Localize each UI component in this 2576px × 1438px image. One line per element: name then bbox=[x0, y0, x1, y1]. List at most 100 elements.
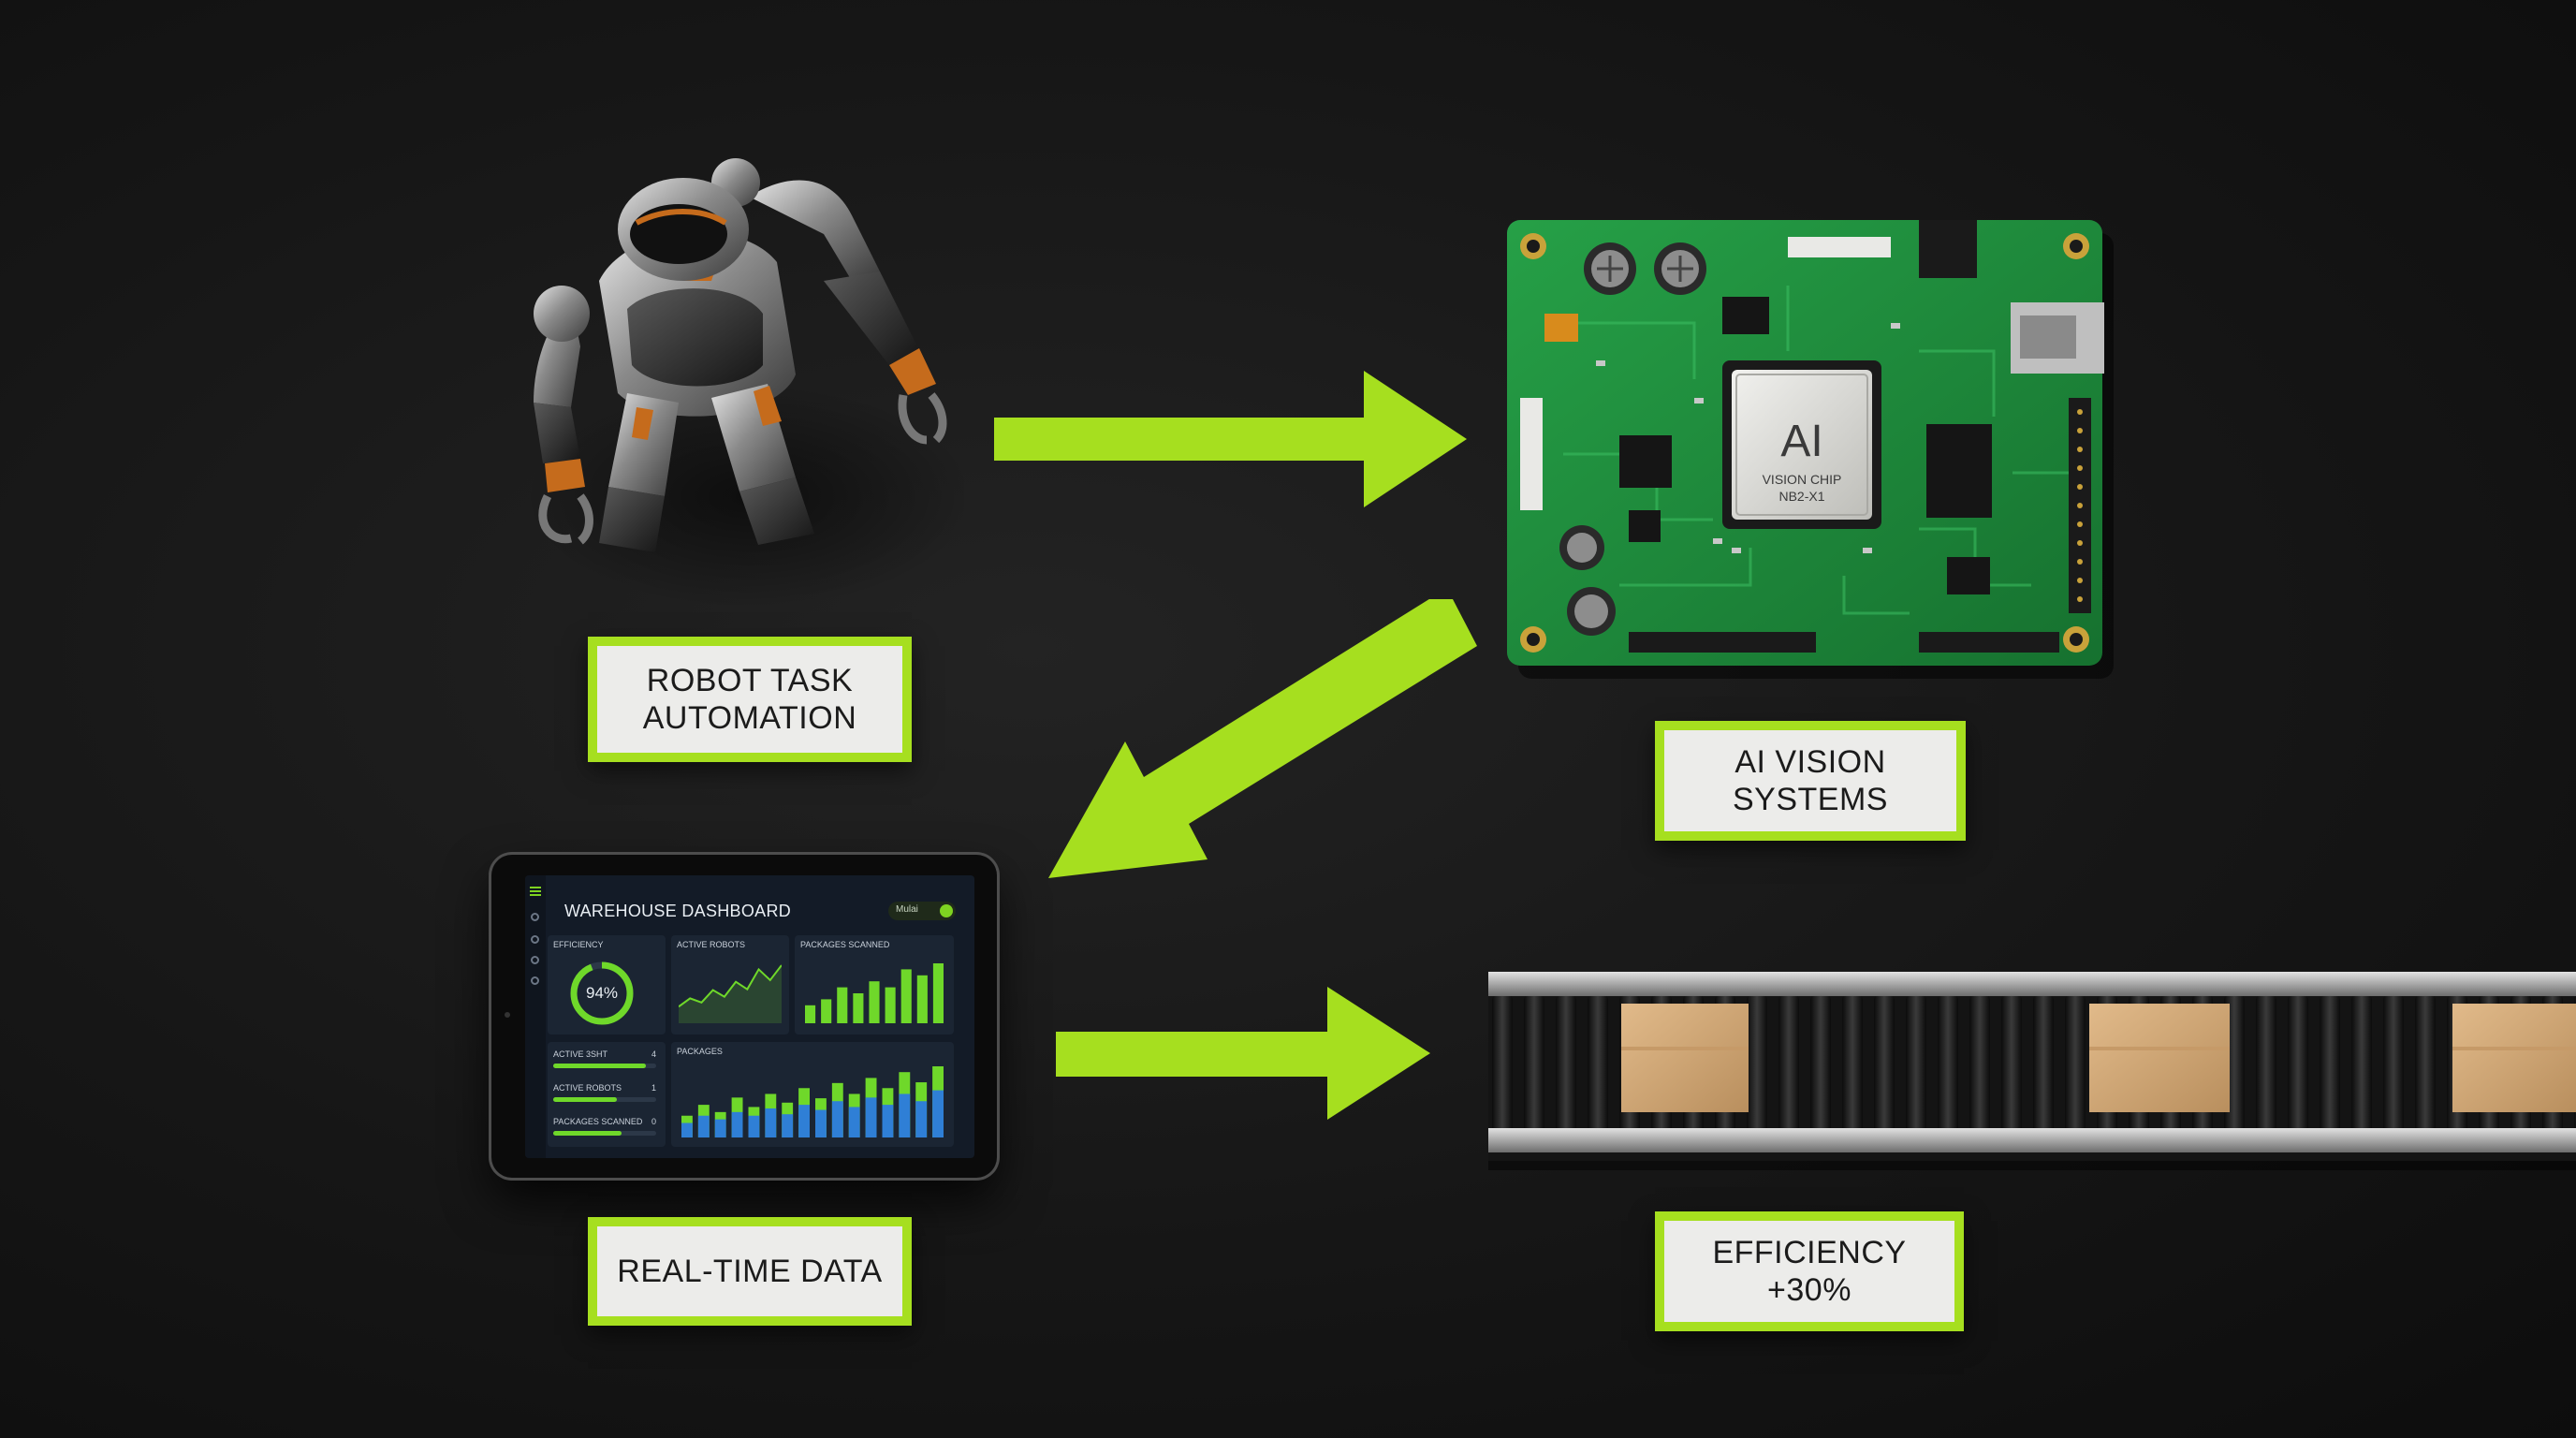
nav-icon[interactable] bbox=[531, 935, 539, 944]
packages-scanned-panel: PACKAGES SCANNED bbox=[795, 935, 954, 1034]
conveyor-roller bbox=[1969, 994, 1990, 1133]
efficiency-gauge bbox=[570, 961, 634, 1025]
label-ai-vision-systems: AI VISION SYSTEMS bbox=[1655, 721, 1966, 841]
label-line: AI VISION bbox=[1734, 744, 1886, 780]
conveyor-roller bbox=[2383, 994, 2404, 1133]
chart-bar bbox=[885, 987, 896, 1023]
chip-line1: VISION CHIP bbox=[1763, 472, 1842, 487]
stat-row: ACTIVE 3SHT 4 bbox=[553, 1049, 656, 1068]
conveyor-roller bbox=[1492, 994, 1513, 1133]
chart-bar-blue bbox=[899, 1093, 911, 1137]
conveyor-roller bbox=[1938, 994, 1958, 1133]
conveyor-roller bbox=[1524, 994, 1544, 1133]
chart-bar-blue bbox=[731, 1111, 743, 1137]
chart-bar bbox=[900, 969, 912, 1023]
conveyor-roller bbox=[1810, 994, 1831, 1133]
label-line: SYSTEMS bbox=[1733, 782, 1888, 817]
panel-title: PACKAGES bbox=[677, 1047, 723, 1056]
label-line: REAL-TIME DATA bbox=[617, 1254, 883, 1289]
label-efficiency-30: EFFICIENCY +30% bbox=[1655, 1211, 1964, 1331]
stat-value: 1 bbox=[651, 1083, 656, 1093]
stat-row: ACTIVE ROBOTS 1 bbox=[553, 1083, 656, 1102]
chart-bar bbox=[853, 993, 864, 1023]
chart-bar bbox=[916, 975, 928, 1023]
chip-line2: NB2-X1 bbox=[1778, 489, 1824, 504]
arrow-down-left-icon bbox=[1048, 599, 1477, 878]
home-icon[interactable] bbox=[531, 913, 539, 921]
menu-icon[interactable] bbox=[530, 887, 541, 896]
chart-bar bbox=[869, 981, 880, 1023]
efficiency-panel: EFFICIENCY 94% bbox=[548, 935, 666, 1034]
conveyor-belt bbox=[1488, 972, 2576, 1170]
dashboard-title: WAREHOUSE DASHBOARD bbox=[564, 902, 792, 920]
conveyor-roller bbox=[2033, 994, 2054, 1133]
conveyor-roller bbox=[2065, 994, 2086, 1133]
live-toggle[interactable]: Mulai bbox=[888, 902, 956, 920]
stats-list-panel: ACTIVE 3SHT 4 ACTIVE ROBOTS 1 PACKAGES S… bbox=[548, 1042, 666, 1147]
conveyor-roller bbox=[2320, 994, 2340, 1133]
chart-bar-blue bbox=[915, 1101, 928, 1137]
conveyor-roller bbox=[2415, 994, 2436, 1133]
tablet: WAREHOUSE DASHBOARD Mulai EFFICIENCY 94%… bbox=[491, 855, 997, 1178]
chart-bar-blue bbox=[831, 1101, 843, 1137]
packages-wide-panel: PACKAGES bbox=[671, 1042, 954, 1147]
chart-bar-blue bbox=[815, 1109, 827, 1137]
label-real-time-data: REAL-TIME DATA bbox=[588, 1217, 912, 1326]
conveyor-roller bbox=[1778, 994, 1799, 1133]
line-area bbox=[679, 965, 782, 1023]
nav-icon[interactable] bbox=[531, 956, 539, 964]
package-box bbox=[2452, 1004, 2576, 1112]
panel-title: PACKAGES SCANNED bbox=[800, 940, 890, 949]
stat-value: 4 bbox=[651, 1049, 656, 1059]
ai-vision-circuit-board: AI VISION CHIP NB2-X1 bbox=[1507, 220, 2114, 679]
toggle-knob bbox=[940, 904, 953, 917]
conveyor-roller bbox=[1906, 994, 1926, 1133]
chart-bar bbox=[805, 1005, 816, 1023]
label-robot-task-automation: ROBOT TASK AUTOMATION bbox=[588, 637, 912, 762]
active-robots-panel: ACTIVE ROBOTS bbox=[671, 935, 789, 1034]
conveyor-roller bbox=[2288, 994, 2308, 1133]
arrow-right-icon bbox=[994, 371, 1467, 507]
arrow-right-icon bbox=[1056, 987, 1430, 1120]
stat-label: PACKAGES SCANNED bbox=[553, 1117, 643, 1126]
active-robots-line-chart bbox=[679, 964, 782, 1023]
line-series bbox=[679, 964, 782, 1008]
chart-bar-blue bbox=[765, 1108, 777, 1137]
label-line: EFFICIENCY bbox=[1712, 1235, 1907, 1270]
conveyor-roller bbox=[2256, 994, 2276, 1133]
packages-bar-chart bbox=[805, 963, 944, 1023]
label-line: AUTOMATION bbox=[642, 700, 857, 736]
conveyor-roller bbox=[1556, 994, 1576, 1133]
stat-bar-fill bbox=[553, 1097, 618, 1102]
stat-bar-fill bbox=[553, 1064, 646, 1068]
chart-bar-blue bbox=[681, 1123, 693, 1137]
chart-bar-blue bbox=[798, 1105, 810, 1137]
stat-label: ACTIVE 3SHT bbox=[553, 1049, 608, 1059]
conveyor-roller bbox=[1747, 994, 1767, 1133]
conveyor-roller bbox=[1588, 994, 1608, 1133]
chip-brand: AI bbox=[1780, 417, 1822, 466]
label-line: ROBOT TASK bbox=[646, 663, 854, 698]
camera-dot bbox=[505, 1012, 510, 1018]
stat-label: ACTIVE ROBOTS bbox=[553, 1083, 622, 1093]
chart-bar-blue bbox=[748, 1115, 760, 1137]
conveyor-roller bbox=[2001, 994, 2022, 1133]
package-box bbox=[2089, 1004, 2230, 1112]
chart-bar-blue bbox=[697, 1115, 710, 1137]
packages-wide-bar-chart bbox=[681, 1066, 944, 1137]
stat-bar-fill bbox=[553, 1131, 622, 1136]
panel-title: ACTIVE ROBOTS bbox=[677, 940, 746, 949]
chart-bar-blue bbox=[865, 1097, 877, 1137]
warehouse-dashboard: WAREHOUSE DASHBOARD Mulai EFFICIENCY 94%… bbox=[525, 875, 974, 1158]
dashboard-sidebar bbox=[525, 875, 546, 1158]
efficiency-value: 94% bbox=[585, 984, 619, 1002]
chart-bar-blue bbox=[932, 1090, 944, 1137]
chart-bar bbox=[932, 963, 944, 1023]
label-line: +30% bbox=[1767, 1272, 1852, 1308]
panel-title: EFFICIENCY bbox=[553, 940, 604, 949]
settings-icon[interactable] bbox=[531, 976, 539, 985]
stat-value: 0 bbox=[651, 1117, 656, 1126]
package-box bbox=[1621, 1004, 1749, 1112]
robot-figure bbox=[524, 158, 964, 609]
chart-bar-blue bbox=[848, 1107, 860, 1137]
